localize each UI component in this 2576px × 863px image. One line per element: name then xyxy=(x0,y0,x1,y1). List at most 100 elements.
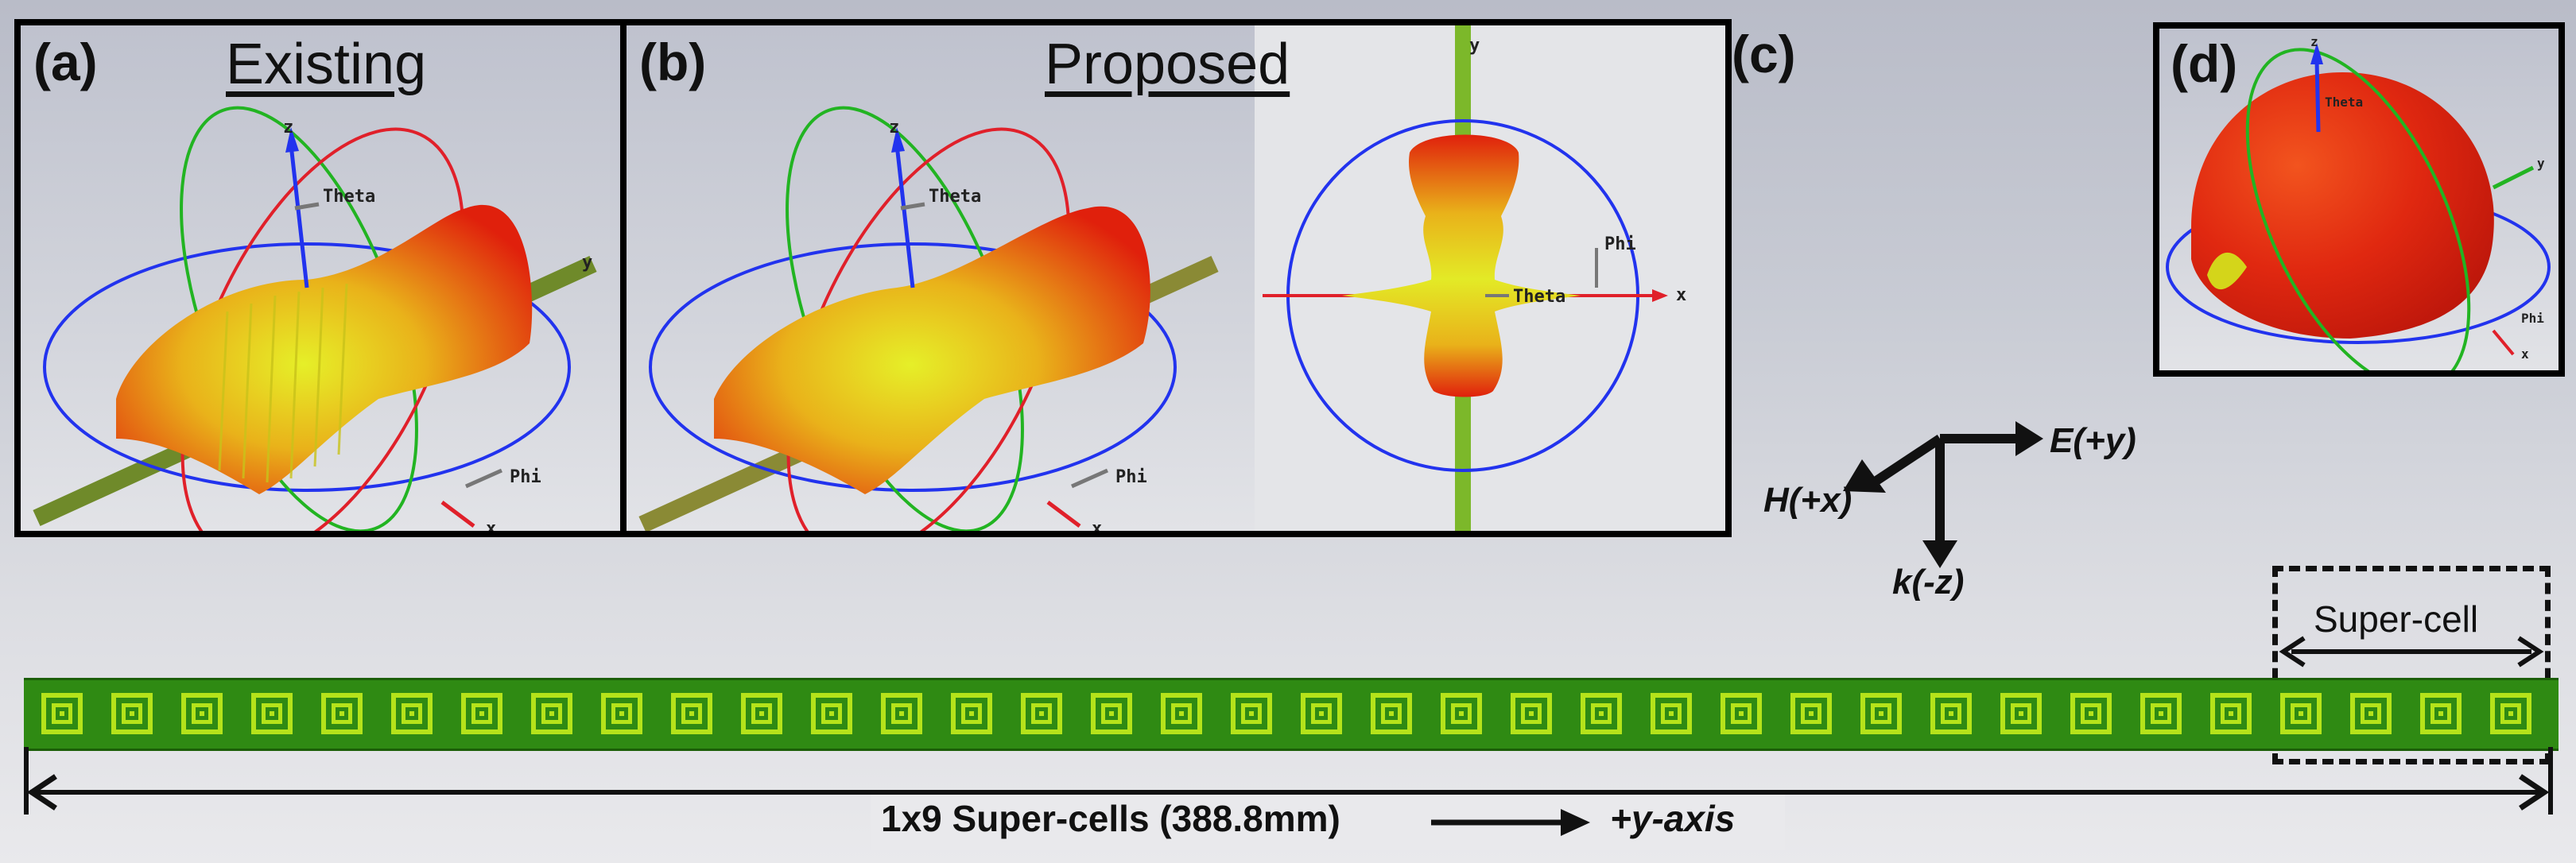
unit-cell xyxy=(811,693,852,734)
unit-cell xyxy=(1581,693,1622,734)
unit-cell-via xyxy=(969,711,974,716)
unit-cell-via xyxy=(1459,711,1464,716)
axis-z-label: z xyxy=(283,118,293,137)
unit-cell-via xyxy=(2019,711,2023,716)
unit-cell-via xyxy=(409,711,414,716)
unit-cell xyxy=(461,693,502,734)
unit-cell-via xyxy=(2368,711,2373,716)
unit-cell xyxy=(1091,693,1132,734)
unit-cell-via xyxy=(1389,711,1394,716)
unit-cell xyxy=(1231,693,1272,734)
length-dimension-arrow xyxy=(24,747,2553,815)
unit-cell-via xyxy=(1809,711,1814,716)
lobe-shape-oblique xyxy=(714,206,1150,494)
axis-x-label: x xyxy=(486,519,496,531)
panel-d: (d) z Theta y Phi x xyxy=(2153,22,2565,377)
unit-cell xyxy=(881,693,922,734)
unit-cell xyxy=(2420,693,2462,734)
unit-cell xyxy=(1441,693,1482,734)
theta-label: Theta xyxy=(929,187,981,207)
unit-cell xyxy=(1860,693,1902,734)
unit-cell xyxy=(601,693,642,734)
unit-cell xyxy=(1721,693,1762,734)
theta-label-top: Theta xyxy=(1513,287,1565,307)
axis-x-label-top: x xyxy=(1676,285,1686,305)
unit-cell-via xyxy=(1599,711,1604,716)
unit-cell-via xyxy=(479,711,484,716)
lobe-shape xyxy=(116,204,533,494)
axis-y-label-top: y xyxy=(1469,36,1480,56)
panel-b: (b) Proposed z Theta Phi x x xyxy=(620,19,1732,537)
radiation-pattern-supercell: z Theta y Phi x xyxy=(2166,34,2551,370)
panel-label-b: (b) xyxy=(639,33,707,91)
unit-cell-via xyxy=(1179,711,1184,716)
unit-cell-via xyxy=(759,711,764,716)
unit-cell xyxy=(181,693,223,734)
unit-cell-via xyxy=(270,711,274,716)
lobe-shape-hemisphere xyxy=(2191,72,2494,339)
supercell-highlight-box xyxy=(2272,566,2551,764)
unit-cell-via xyxy=(1669,711,1674,716)
unit-cell-via xyxy=(1039,711,1044,716)
unit-cell-via xyxy=(130,711,134,716)
axis-z-label-d: z xyxy=(2310,34,2318,49)
field-orientation-diagram xyxy=(1843,421,2043,568)
panel-label-c: (c) xyxy=(1732,25,1796,83)
unit-cell xyxy=(2210,693,2252,734)
unit-cell xyxy=(531,693,572,734)
e-field-label: E(+y) xyxy=(2050,421,2136,460)
unit-cell-via xyxy=(339,711,344,716)
unit-cell-via xyxy=(2159,711,2163,716)
unit-cell-via xyxy=(200,711,204,716)
lobe-shape-top-view xyxy=(1342,134,1581,397)
unit-cell xyxy=(2000,693,2042,734)
unit-cell xyxy=(1790,693,1832,734)
unit-cell xyxy=(391,693,433,734)
axis-x-label-d: x xyxy=(2521,346,2529,362)
unit-cell-via xyxy=(2229,711,2233,716)
unit-cell xyxy=(741,693,782,734)
panel-title-existing: Existing xyxy=(226,33,427,96)
axis-y-label: y xyxy=(582,253,592,273)
unit-cell xyxy=(2490,693,2531,734)
unit-cell xyxy=(321,693,363,734)
radiation-pattern-proposed: z Theta Phi x x y Phi Theta xyxy=(638,25,1725,531)
supercell-label: Super-cell xyxy=(2314,598,2479,640)
k-vector-label: k(-z) xyxy=(1892,563,1965,602)
unit-cell-via xyxy=(549,711,554,716)
unit-cell xyxy=(1371,693,1412,734)
phi-label-top: Phi xyxy=(1604,234,1636,254)
unit-cell-via xyxy=(1319,711,1324,716)
phi-label-d: Phi xyxy=(2521,311,2544,326)
theta-label-d: Theta xyxy=(2325,95,2363,110)
unit-cell xyxy=(1651,693,1692,734)
unit-cell xyxy=(1511,693,1552,734)
supercell-width-arrow xyxy=(2279,636,2544,668)
unit-cell-via xyxy=(2089,711,2093,716)
unit-cell xyxy=(111,693,153,734)
y-axis-direction-arrow xyxy=(1431,809,1590,836)
azimuth-circle xyxy=(43,242,571,492)
panel-label-d: (d) xyxy=(2171,34,2238,93)
unit-cell xyxy=(951,693,992,734)
unit-cell-via xyxy=(619,711,624,716)
unit-cell xyxy=(2140,693,2182,734)
unit-cell-via xyxy=(829,711,834,716)
unit-cell-via xyxy=(1249,711,1254,716)
unit-cell-via xyxy=(2299,711,2303,716)
unit-cell-via xyxy=(1109,711,1114,716)
h-field-label: H(+x) xyxy=(1763,481,1852,520)
panel-label-a: (a) xyxy=(33,33,98,91)
length-label: 1x9 Super-cells (388.8mm) xyxy=(881,798,1340,839)
unit-cell-via xyxy=(60,711,64,716)
bottom-label-backing xyxy=(871,795,1785,850)
unit-cell-via xyxy=(1879,711,1884,716)
unit-cell-via xyxy=(2438,711,2443,716)
unit-cell xyxy=(1021,693,1062,734)
unit-cell xyxy=(2070,693,2112,734)
panel-a: (a) Existing z Theta Phi x y xyxy=(14,19,628,537)
unit-cell xyxy=(41,693,83,734)
unit-cell-via xyxy=(689,711,694,716)
axis-z-label: z xyxy=(889,118,899,137)
unit-cell xyxy=(251,693,293,734)
